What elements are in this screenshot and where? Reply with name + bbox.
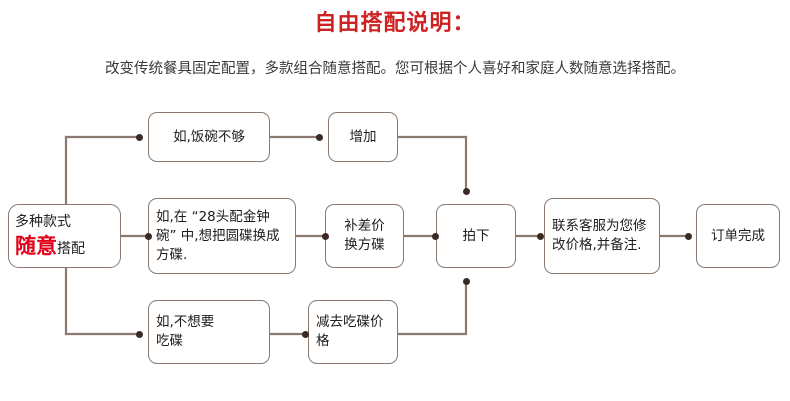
node-start-rest: 搭配 (57, 240, 85, 257)
node-branch-bottom-action[interactable]: 减去吃碟价 格 (308, 300, 398, 364)
node-branch-top-action[interactable]: 增加 (328, 112, 398, 162)
node-branch-top[interactable]: 如,饭碗不够 (148, 112, 270, 162)
node-branch-top-action-label: 增加 (349, 128, 377, 145)
node-done[interactable]: 订单完成 (696, 204, 780, 268)
arrow-dot-order-left (432, 232, 439, 240)
arrow-dot-service (537, 232, 544, 240)
arrow-dot-order-bottom (462, 278, 470, 285)
node-order[interactable]: 拍下 (436, 204, 516, 268)
page-subtitle: 改变传统餐具固定配置，多款组合随意搭配。您可根据个人喜好和家庭人数随意选择搭配。 (105, 61, 685, 77)
node-branch-mid-action[interactable]: 补差价 换方碟 (325, 204, 404, 268)
node-start-accent: 随意 (15, 233, 57, 258)
node-branch-top-label: 如,饭碗不够 (173, 128, 245, 145)
arrow-dot-bottom-branch (136, 330, 143, 338)
node-branch-bottom[interactable]: 如,不想要 吃碟 (148, 300, 270, 364)
arrow-dot-order-top (462, 188, 470, 195)
arrow-dot-bottom-action (302, 330, 309, 338)
node-branch-mid-label: 如,在 “28头配金钟碗” 中,想把圆碟换成方碟. (156, 208, 280, 263)
arrow-dot-top-branch (136, 133, 143, 141)
arrow-dot-top-action (316, 133, 323, 141)
node-service[interactable]: 联系客服为您修 改价格,并备注. (544, 198, 660, 274)
arrow-dot-mid-action (322, 232, 329, 240)
node-order-label: 拍下 (462, 227, 490, 244)
node-start-line1: 多种款式 (15, 213, 71, 230)
node-start[interactable]: 多种款式 随意搭配 (8, 204, 121, 268)
node-done-label: 订单完成 (711, 227, 765, 244)
node-branch-mid-action-label: 补差价 换方碟 (344, 218, 385, 253)
page-title: 自由搭配说明： (314, 11, 476, 36)
node-service-label: 联系客服为您修 改价格,并备注. (552, 218, 647, 253)
node-branch-bottom-label: 如,不想要 吃碟 (156, 314, 215, 349)
arrow-dot-mid-branch (145, 232, 152, 240)
node-branch-bottom-action-label: 减去吃碟价 格 (316, 314, 384, 349)
arrow-dot-done (685, 232, 692, 240)
node-branch-mid[interactable]: 如,在 “28头配金钟碗” 中,想把圆碟换成方碟. (148, 198, 296, 274)
